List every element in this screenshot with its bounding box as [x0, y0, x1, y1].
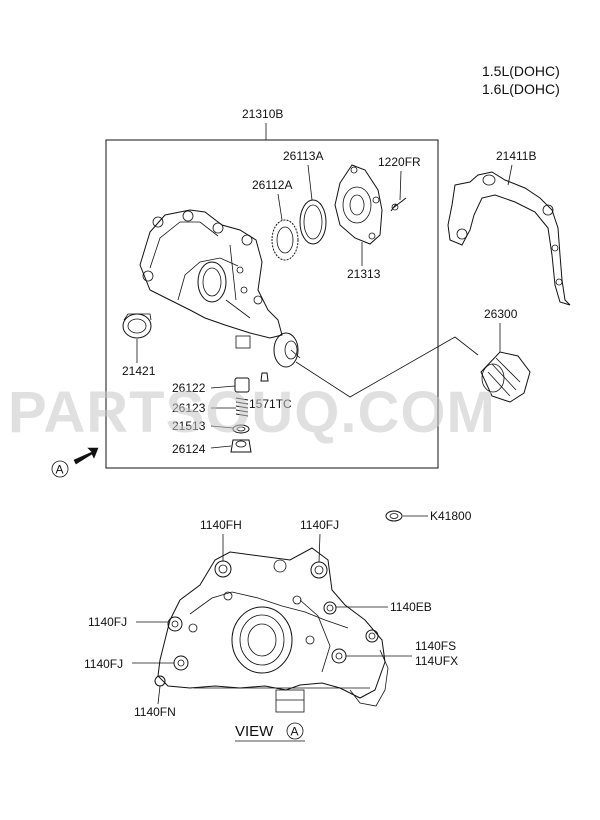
pin-1571TC [260, 372, 269, 382]
view-caption: VIEW [235, 723, 274, 740]
label-1220FR[interactable]: 1220FR [378, 155, 421, 169]
relief-spring-26123 [235, 397, 249, 417]
inner-gear-26112A [271, 219, 299, 261]
label-21421[interactable]: 21421 [122, 364, 156, 378]
label-114UFX[interactable]: 114UFX [415, 654, 458, 668]
relief-plunger-26122 [234, 377, 250, 393]
label-26124[interactable]: 26124 [172, 442, 206, 456]
oil-pump-housing [139, 209, 301, 368]
pump-cover-21313 [334, 164, 383, 245]
label-26112A[interactable]: 26112A [252, 178, 292, 192]
view-arrow-a-letter: A [56, 463, 64, 477]
engine-line-2: 1.6L(DOHC) [482, 81, 560, 97]
label-26300[interactable]: 26300 [484, 307, 518, 321]
assembly-frame [105, 139, 439, 469]
label-26113A[interactable]: 26113A [283, 149, 323, 163]
plug-26124 [230, 439, 252, 453]
watermark: PARTSOUQ.COM [8, 380, 496, 445]
ring-K41800 [385, 510, 403, 522]
oil-filter-26300 [480, 351, 531, 403]
label-1140EB[interactable]: 1140EB [390, 600, 432, 614]
label-1140FJ-left-1[interactable]: 1140FJ [88, 615, 127, 629]
seal-21421 [122, 313, 152, 339]
label-1140FH[interactable]: 1140FH [200, 518, 242, 532]
view-caption-circle [286, 722, 304, 740]
label-26122[interactable]: 26122 [172, 381, 206, 395]
label-1140FJ-top[interactable]: 1140FJ [300, 518, 339, 532]
label-1571TC[interactable]: 1571TC [249, 397, 292, 411]
gasket-21411B [447, 171, 571, 306]
gasket-21513 [232, 424, 250, 434]
filter-mount-line [295, 336, 479, 398]
label-1140FN[interactable]: 1140FN [134, 705, 176, 719]
label-26123[interactable]: 26123 [172, 401, 206, 415]
outer-gear-26113A [299, 199, 327, 245]
view-caption-letter: A [291, 725, 299, 739]
engine-line-1: 1.5L(DOHC) [482, 63, 560, 79]
label-K41800[interactable]: K41800 [430, 509, 472, 523]
label-1140FJ-left-2[interactable]: 1140FJ [84, 657, 123, 671]
label-21310B[interactable]: 21310B [242, 107, 283, 121]
label-21411B[interactable]: 21411B [496, 149, 536, 163]
screw-1220FR [390, 197, 407, 212]
oil-pump-view-a [154, 547, 389, 713]
view-arrow-a: A [51, 447, 99, 478]
label-1140FS[interactable]: 1140FS [415, 639, 456, 653]
label-21313[interactable]: 21313 [347, 267, 381, 281]
label-21513[interactable]: 21513 [172, 419, 206, 433]
